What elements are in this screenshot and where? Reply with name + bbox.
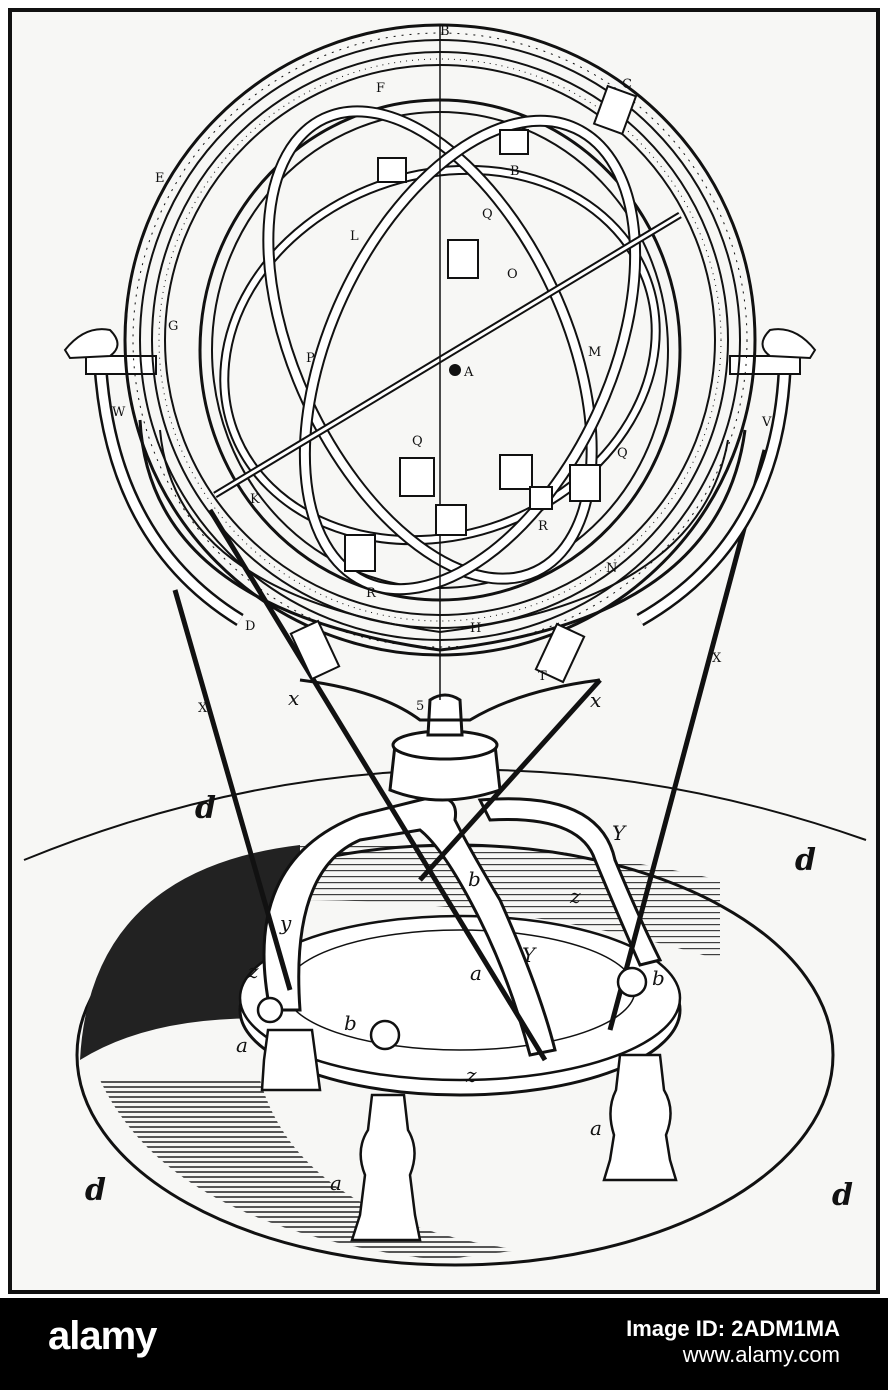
screws [256,966,648,1051]
carved-head-right [761,328,817,360]
label-P: P [306,351,315,366]
pedestal [299,678,601,802]
label-R2: R [538,519,549,534]
label-b-left: b [344,1011,357,1035]
label-z-left: z [247,959,259,983]
site-url: www.alamy.com [682,1342,840,1367]
alamy-logo: alamy [48,1314,157,1358]
label-R1: R [366,586,377,601]
center-point [449,364,461,376]
labels: B C E F B L Q O G P A M Q Q K R R N D H … [85,24,853,1213]
label-X-left: X [198,701,208,716]
label-K: K [250,492,260,507]
label-L: L [350,229,359,244]
label-F: F [376,81,385,96]
label-a-right: a [590,1116,602,1140]
label-d-upper-right: d [795,843,816,878]
label-5: 5 [416,699,424,714]
label-O: O [507,267,518,282]
frame-border [8,8,880,1294]
label-C: C [622,77,632,92]
label-G: G [168,319,178,334]
table-legs [260,1028,678,1242]
label-d-lower-left: d [85,1173,106,1208]
label-y: y [279,911,292,935]
label-B-inner: B [510,164,520,179]
label-W: W [112,405,126,420]
label-V: V [761,415,772,430]
label-Y-center: Y [522,943,537,967]
label-z-front: z [465,1063,477,1087]
label-B-top: B [440,24,450,39]
carved-head-left [63,328,119,360]
armillary-sphere-illustration: B C E F B L Q O G P A M Q Q K R R N D H … [8,8,880,1294]
watermark-banner [0,1298,888,1390]
label-N: N [606,561,617,576]
label-E: E [155,171,165,186]
label-b-right: b [652,966,665,990]
clamps [289,84,638,684]
pit-shadow-floor [100,1080,520,1260]
bar-right [729,355,801,375]
label-A: A [463,365,474,380]
label-Q3: Q [617,446,628,461]
label-a-left: a [236,1033,248,1057]
inner-rings [198,98,682,602]
label-Q1: Q [482,207,493,222]
image-id: Image ID: 2ADM1MA [626,1316,840,1341]
label-d-upper-left: d [195,791,216,826]
label-D: D [245,619,255,634]
label-x-left: x [288,686,299,710]
label-a-center: a [470,961,482,985]
label-Y-right: Y [612,821,627,845]
label-x-right: x [590,688,601,712]
image-info: Image ID: 2ADM1MA www.alamy.com [626,1316,840,1368]
bar-left [85,355,157,375]
label-a-front: a [330,1171,342,1195]
label-M: M [588,345,601,360]
label-z-back: z [569,884,581,908]
label-Q2: Q [412,434,423,449]
label-H: H [470,621,481,636]
label-d-lower-right: d [832,1178,853,1213]
label-X-right: X [712,651,722,666]
label-b-center: b [468,867,481,891]
label-T: T [538,669,547,684]
